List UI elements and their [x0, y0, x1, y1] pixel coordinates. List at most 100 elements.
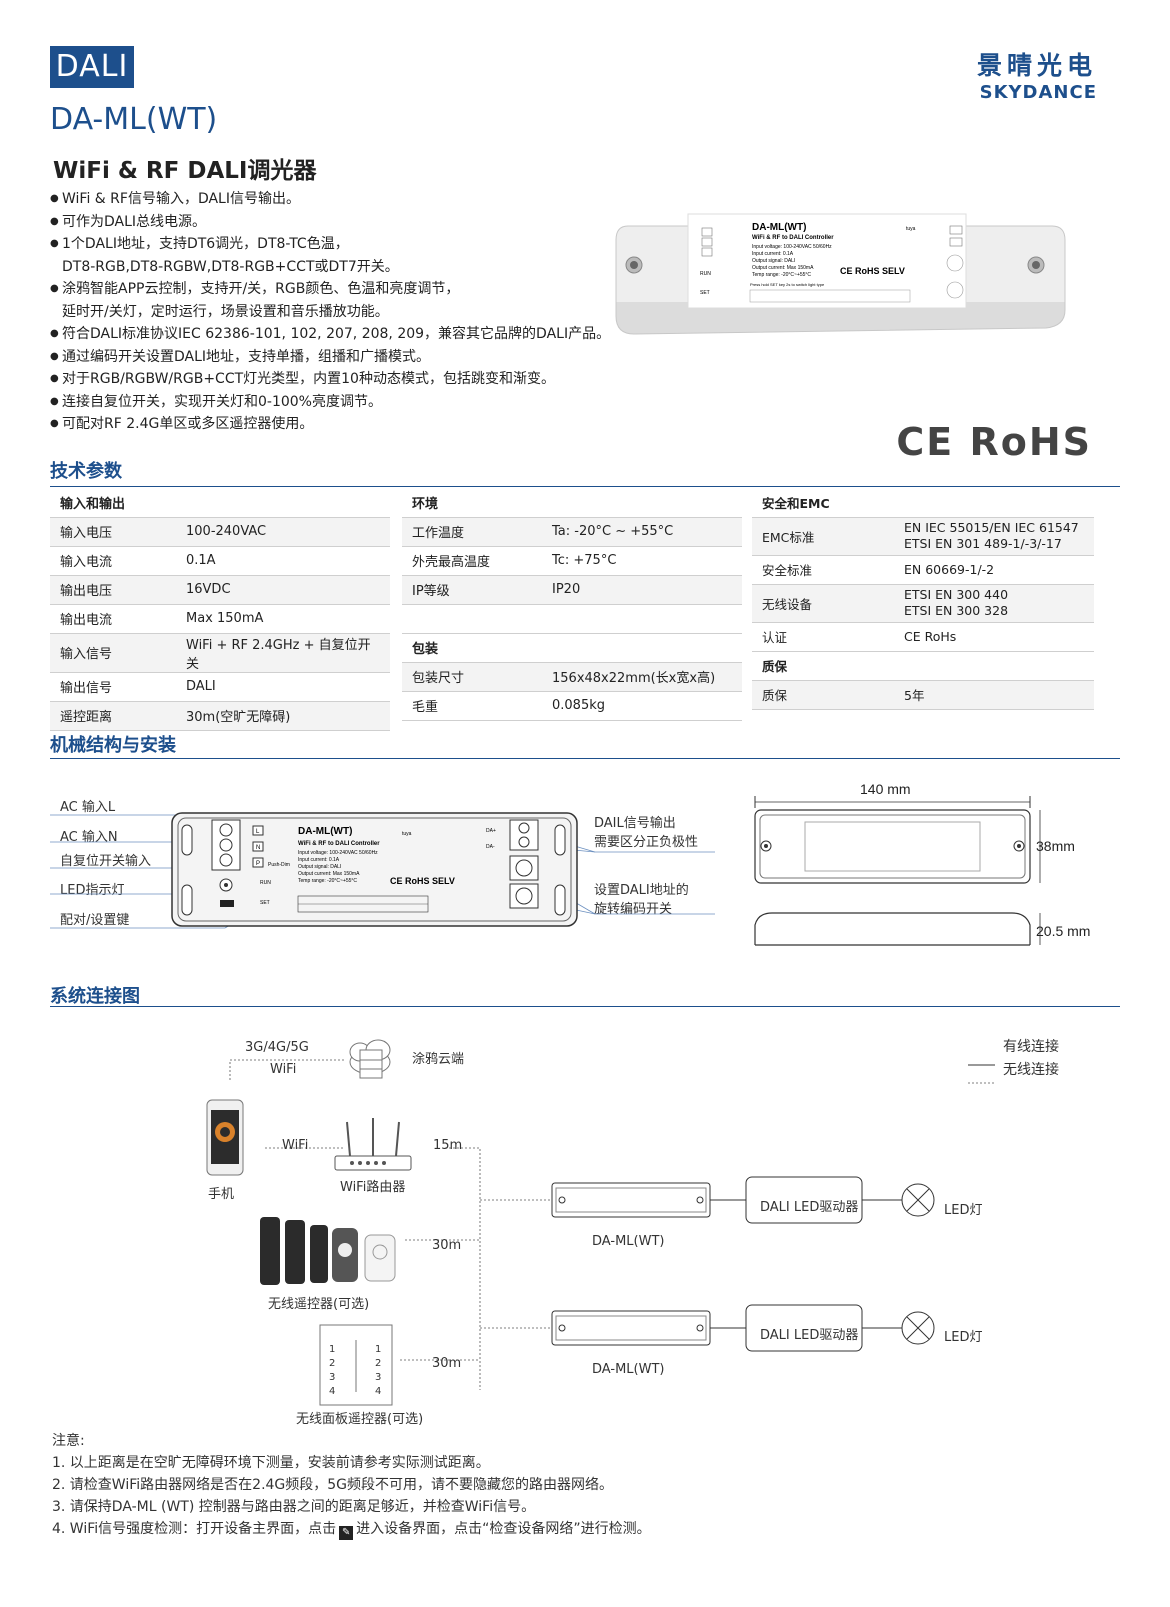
spec-value: 0.1A	[176, 546, 390, 576]
drawing-spec: Output current: Max 150mA	[298, 871, 360, 877]
dim-width: 38mm	[1036, 838, 1075, 854]
spec-value-line: ETSI EN 300 440	[904, 587, 1009, 602]
spec-key: 无线设备	[752, 584, 894, 623]
spec-heading: 质保	[752, 651, 1094, 681]
panel-num: 4	[329, 1386, 336, 1397]
spec-key: 输入电压	[50, 517, 176, 547]
label-router: WiFi路由器	[340, 1180, 406, 1195]
section-divider	[50, 758, 1120, 759]
label-address: 设置DALI地址的	[594, 883, 689, 898]
spec-value: CE RoHs	[894, 622, 1094, 652]
terminal-p: P	[256, 861, 260, 867]
product-spec-line: Input current: 0.1A	[752, 251, 794, 257]
brand-name-en: SKYDANCE	[979, 82, 1097, 103]
product-title: DA-ML(WT)	[752, 222, 806, 233]
drawing-set: SET	[260, 900, 270, 906]
label-distance-30m: 30m	[432, 1238, 462, 1253]
feature-list: WiFi & RF信号输入，DALI信号输出。 可作为DALI总线电源。 1个D…	[50, 188, 630, 436]
note-item: 1. 以上距离是在空旷无障碍环境下测量，安装前请参考实际测试距离。	[52, 1455, 490, 1471]
label-lamp-1: LED灯	[944, 1203, 983, 1218]
drawing-spec: Temp range: -20°C~+55°C	[298, 878, 357, 884]
drawing-spec: Output signal: DALI	[298, 864, 341, 870]
spec-value-line: ETSI EN 300 328	[904, 603, 1009, 618]
drawing-run: RUN	[260, 880, 271, 886]
feature-item-cont: DT8-RGB,DT8-RGBW,DT8-RGB+CCT或DT7开关。	[50, 256, 630, 279]
panel-num: 2	[375, 1358, 382, 1369]
drawing-marks: CE RoHS SELV	[390, 876, 455, 886]
notes: 注意: 1. 以上距离是在空旷无障碍环境下测量，安装前请参考实际测试距离。 2.…	[52, 1430, 651, 1540]
cloud-icon	[349, 1039, 391, 1079]
spec-key: EMC标准	[752, 517, 894, 556]
spec-value: 16VDC	[176, 575, 390, 605]
product-spec-line: Output signal: DALI	[752, 258, 795, 264]
spec-key: 输出电流	[50, 604, 176, 634]
product-spec-line: Input voltage: 100-240VAC 50/60Hz	[752, 244, 832, 250]
label-push-input: 自复位开关输入	[60, 854, 152, 869]
run-label: RUN	[700, 271, 711, 277]
notes-title: 注意:	[52, 1433, 85, 1449]
terminal-da-minus: DA-	[486, 844, 495, 850]
spec-key: 遥控距离	[50, 701, 176, 731]
note-item: 3. 请保持DA-ML (WT) 控制器与路由器之间的距离足够近，并检查WiFi…	[52, 1499, 536, 1515]
dim-length: 140 mm	[860, 781, 911, 797]
spec-value: WiFi + RF 2.4GHz + 自复位开关	[176, 633, 390, 673]
brand-logo: 景晴光电 SKYDANCE	[977, 46, 1097, 103]
spec-key: 毛重	[402, 691, 542, 721]
drawing-spec: Input voltage: 100-240VAC 50/60Hz	[298, 850, 378, 856]
set-hint: Press hold SET key 2s to switch light ty…	[750, 282, 825, 287]
feature-item: 可作为DALI总线电源。	[50, 211, 630, 234]
note-item: 2. 请检查WiFi路由器网络是否在2.4G频段，5G频段不可用，请不要隐藏您的…	[52, 1477, 614, 1493]
note-text: 进入设备界面，点击“检查设备网络”进行检测。	[356, 1521, 651, 1537]
wall-panel-icon	[319, 1324, 393, 1406]
spec-empty	[402, 604, 742, 634]
product-image: DA-ML(WT) WiFi & RF to DALI Controller I…	[615, 213, 1066, 335]
label-cloud: 涂鸦云端	[412, 1052, 465, 1067]
spec-value-line: ETSI EN 301 489-1/-3/-17	[904, 536, 1062, 551]
spec-key: 输入信号	[50, 633, 176, 673]
spec-key: 安全标准	[752, 555, 894, 585]
led-lamp-icon	[901, 1183, 935, 1217]
label-dali-out: DAIL信号输出	[594, 816, 676, 831]
legend-wired: 有线连接	[1003, 1039, 1059, 1055]
label-driver-2: DALI LED驱动器	[760, 1328, 859, 1343]
product-spec-line: Temp range: -20°C~+55°C	[752, 272, 811, 278]
legend-wireless: 无线连接	[1003, 1062, 1059, 1078]
remote-controllers-icon	[260, 1217, 396, 1285]
label-distance-30m: 30m	[432, 1356, 462, 1371]
edit-icon: ✎	[339, 1526, 354, 1540]
label-wifi-link: WiFi	[282, 1138, 309, 1153]
section-divider	[50, 1006, 1120, 1007]
spec-key: 质保	[752, 680, 894, 710]
router-icon	[334, 1118, 412, 1171]
led-lamp-icon	[901, 1311, 935, 1345]
feature-item: 对于RGB/RGBW/RGB+CCT灯光类型，内置10种动态模式，包括跳变和渐变…	[50, 368, 630, 391]
note-item: 4. WiFi信号强度检测：打开设备主界面，点击✎进入设备界面，点击“检查设备网…	[52, 1518, 651, 1540]
spec-key: 认证	[752, 622, 894, 652]
feature-item: 连接自复位开关，实现开关灯和0-100%亮度调节。	[50, 391, 630, 414]
spec-heading: 环境	[402, 488, 742, 518]
feature-item: 涂鸦智能APP云控制，支持开/关，RGB颜色、色温和亮度调节，	[50, 278, 630, 301]
phone-icon	[206, 1099, 244, 1176]
spec-key: IP等级	[402, 575, 542, 605]
spec-value: 0.085kg	[542, 691, 742, 721]
spec-key: 输出信号	[50, 672, 176, 702]
mechanical-drawing: L N P Push-Dim DA-ML(WT) WiFi & RF to DA…	[50, 796, 1041, 946]
model-title: DA-ML(WT)	[50, 102, 218, 137]
panel-num: 1	[375, 1344, 382, 1355]
spec-value: 5年	[894, 680, 1094, 710]
label-wifi: WiFi	[270, 1062, 297, 1077]
set-label: SET	[700, 290, 710, 296]
spec-value: Max 150mA	[176, 604, 390, 634]
spec-key: 输出电压	[50, 575, 176, 605]
terminal-da-plus: DA+	[486, 828, 496, 834]
spec-key: 外壳最高温度	[402, 546, 542, 576]
product-spec-line: Output current: Max 150mA	[752, 265, 814, 271]
spec-value: EN 60669-1/-2	[894, 555, 1094, 585]
feature-item: 可配对RF 2.4G单区或多区遥控器使用。	[50, 413, 630, 436]
spec-value: Ta: -20°C ~ +55°C	[542, 517, 742, 547]
product-subtitle: WiFi & RF DALI调光器	[53, 158, 317, 184]
controller-device-2	[551, 1310, 711, 1346]
